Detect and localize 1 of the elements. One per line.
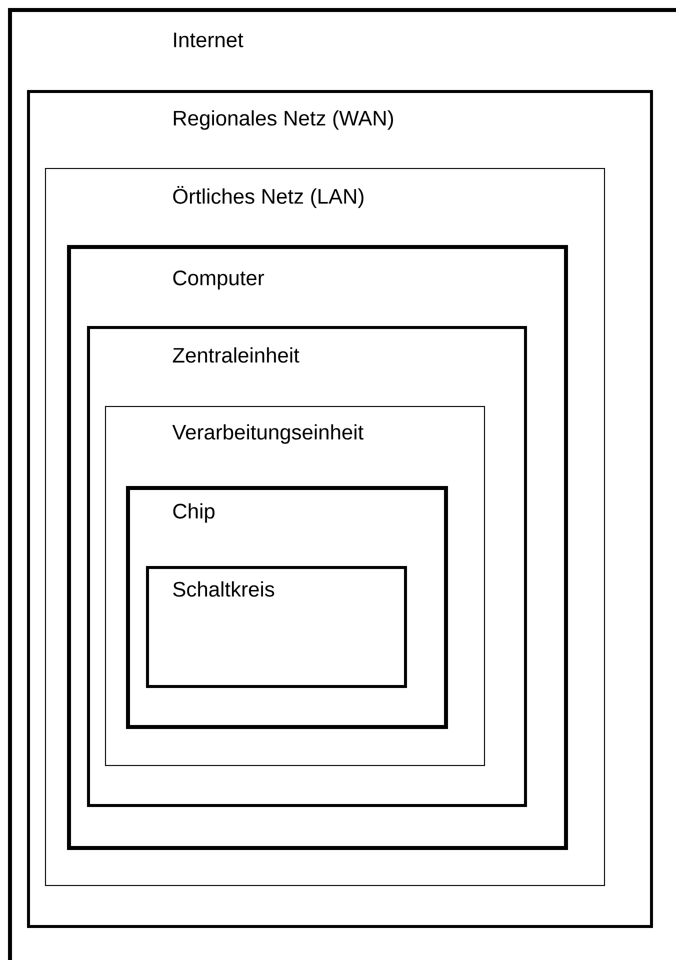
nested-box: Schaltkreis xyxy=(146,566,407,688)
